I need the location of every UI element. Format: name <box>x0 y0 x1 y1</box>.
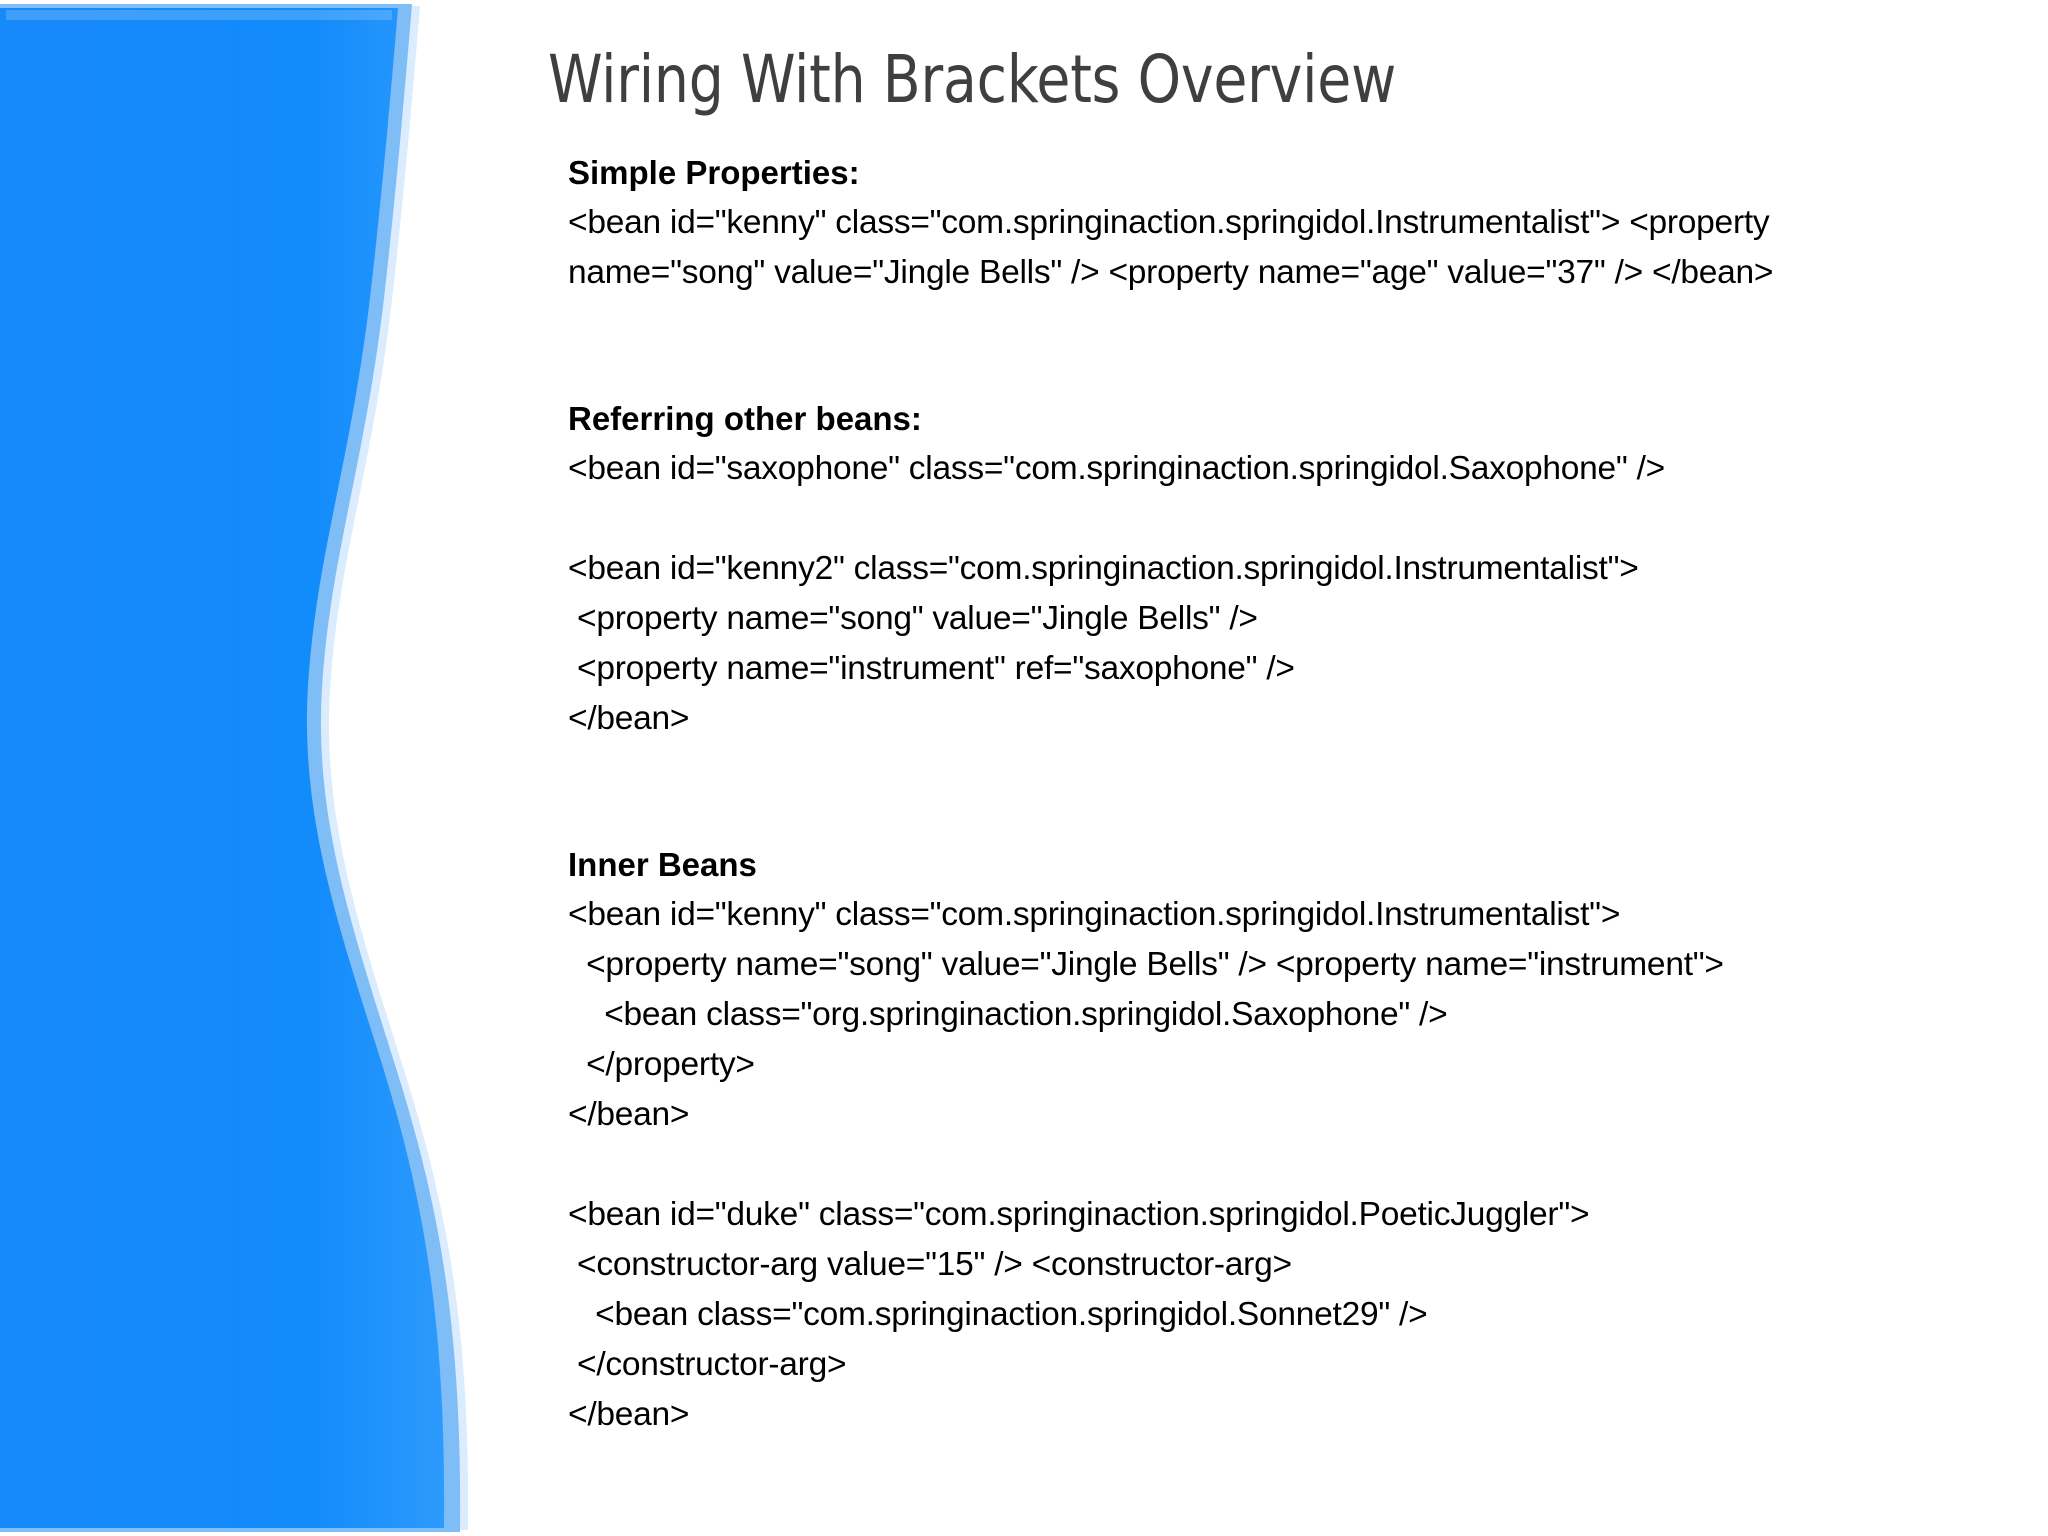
code-line: <bean id="duke" class="com.springinactio… <box>568 1196 1590 1233</box>
code-line: <property name="song" value="Jingle Bell… <box>568 600 1258 637</box>
code-line: <bean id="kenny" class="com.springinacti… <box>568 896 1621 933</box>
section-referring-other-beans: Referring other beans: <bean id="saxopho… <box>568 394 1988 744</box>
section-inner-beans: Inner Beans <bean id="kenny" class="com.… <box>568 840 1988 1440</box>
section-heading: Simple Properties: <box>568 154 860 191</box>
wave-top-highlight <box>6 10 392 20</box>
code-line: </property> <box>568 1046 755 1083</box>
wave-outer-glow <box>0 6 469 1530</box>
section-heading: Referring other beans: <box>568 400 922 437</box>
code-blank-line <box>568 494 1988 544</box>
code-line: </bean> <box>568 1096 690 1133</box>
section-simple-properties: Simple Properties: <bean id="kenny" clas… <box>568 148 1988 298</box>
code-line: <bean id="saxophone" class="com.springin… <box>568 450 1665 487</box>
content-body: Simple Properties: <bean id="kenny" clas… <box>568 148 1988 1440</box>
section-gap <box>568 298 1988 394</box>
code-line: <bean id="kenny2" class="com.springinact… <box>568 550 1639 587</box>
section-heading: Inner Beans <box>568 846 757 883</box>
code-line: name="song" value="Jingle Bells" /> <pro… <box>568 254 1774 291</box>
code-blank-line <box>568 1140 1988 1190</box>
section-gap <box>568 744 1988 840</box>
page-title: Wiring With Brackets Overview <box>548 41 1397 119</box>
wave-body <box>0 8 445 1528</box>
code-line: </constructor-arg> <box>568 1346 847 1383</box>
code-line: <bean class="com.springinaction.springid… <box>568 1296 1428 1333</box>
code-line: <property name="song" value="Jingle Bell… <box>568 946 1724 983</box>
wave-edge-highlight <box>0 4 461 1532</box>
code-line: <bean id="kenny" class="com.springinacti… <box>568 204 1770 241</box>
code-line: </bean> <box>568 700 690 737</box>
code-line: <constructor-arg value="15" /> <construc… <box>568 1246 1292 1283</box>
code-line: <property name="instrument" ref="saxopho… <box>568 650 1295 687</box>
code-line: </bean> <box>568 1396 690 1433</box>
blue-wave-shape <box>0 0 620 1536</box>
code-line: <bean class="org.springinaction.springid… <box>568 996 1448 1033</box>
